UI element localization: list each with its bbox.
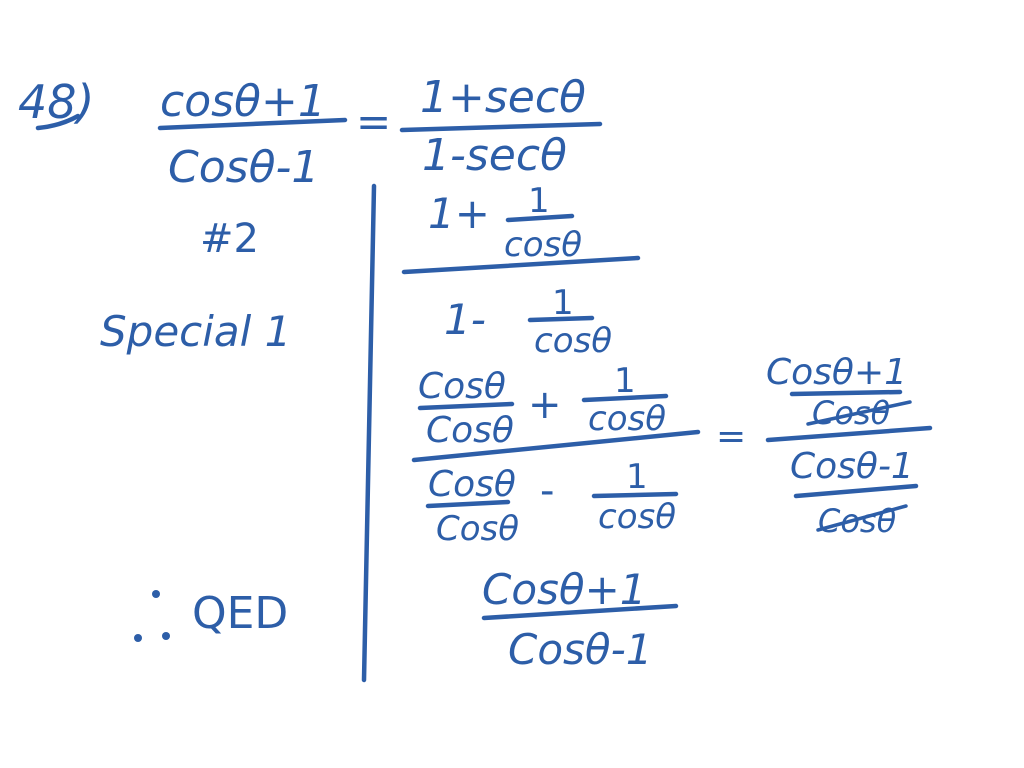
step2-right-num-bar	[789, 389, 903, 397]
main-equals: =	[356, 97, 391, 146]
rhs-numerator: 1+secθ	[420, 72, 586, 123]
step1-numerator-lead: 1+	[428, 189, 490, 238]
therefore-dot-left	[134, 634, 142, 642]
rhs-fraction-bar	[399, 121, 603, 133]
step2-num-b-top: 1	[614, 361, 636, 401]
special-reference: Special 1	[100, 307, 291, 356]
step2-den-b-bar	[591, 491, 679, 499]
lhs-numerator: cosθ+1	[160, 76, 326, 127]
step2-den-a-bar	[425, 499, 511, 509]
problem-number-underline	[35, 113, 81, 131]
therefore-dot-top	[152, 590, 160, 598]
step2-num-op: +	[528, 382, 562, 428]
step2-num-a-top: Cosθ	[418, 366, 506, 407]
step2-den-a-top: Cosθ	[428, 464, 516, 505]
step2-den-op: -	[540, 468, 554, 514]
step1-numerator-frac-top: 1	[528, 181, 550, 221]
step2-num-a-bar	[417, 401, 515, 411]
step1-numerator-frac-bottom: cosθ	[504, 225, 582, 265]
step2-right-den-cancel	[816, 504, 908, 532]
result-fraction-bar	[481, 603, 679, 621]
lhs-denominator: Cosθ-1	[168, 142, 319, 193]
lhs-fraction-bar	[157, 117, 348, 131]
step2-den-b-top: 1	[626, 457, 648, 497]
result-denominator: Cosθ-1	[508, 625, 652, 674]
step1-denominator-frac-bar	[527, 315, 595, 323]
step1-main-bar	[401, 255, 641, 275]
step2-equals: =	[716, 416, 746, 457]
step2-right-num-cancel	[806, 400, 912, 426]
rhs-denominator: 1-secθ	[422, 130, 567, 181]
problem-number: 48)	[18, 75, 94, 129]
step2-right-main-bar	[765, 425, 933, 443]
step2-main-bar	[411, 429, 701, 463]
proof-divider	[361, 183, 377, 683]
step2-right-den-top: Cosθ-1	[790, 446, 914, 487]
step2-num-b-bottom: cosθ	[588, 399, 666, 439]
step1-numerator-frac-bar	[505, 213, 575, 223]
step1-denominator-lead: 1-	[444, 295, 486, 344]
qed-label: QED	[192, 588, 288, 639]
step1-denominator-frac-bottom: cosθ	[534, 321, 612, 361]
step2-num-a-bottom: Cosθ	[426, 410, 514, 451]
step2-den-b-bottom: cosθ	[598, 497, 676, 537]
step2-right-den-bar	[793, 483, 919, 499]
identity-reference: #2	[200, 216, 259, 262]
step2-right-num-top: Cosθ+1	[766, 352, 907, 393]
step1-denominator-frac-top: 1	[552, 283, 574, 323]
step2-den-a-bottom: Cosθ	[436, 509, 519, 549]
therefore-dot-right	[162, 632, 170, 640]
result-numerator: Cosθ+1	[482, 565, 647, 614]
step2-num-b-bar	[581, 393, 669, 403]
